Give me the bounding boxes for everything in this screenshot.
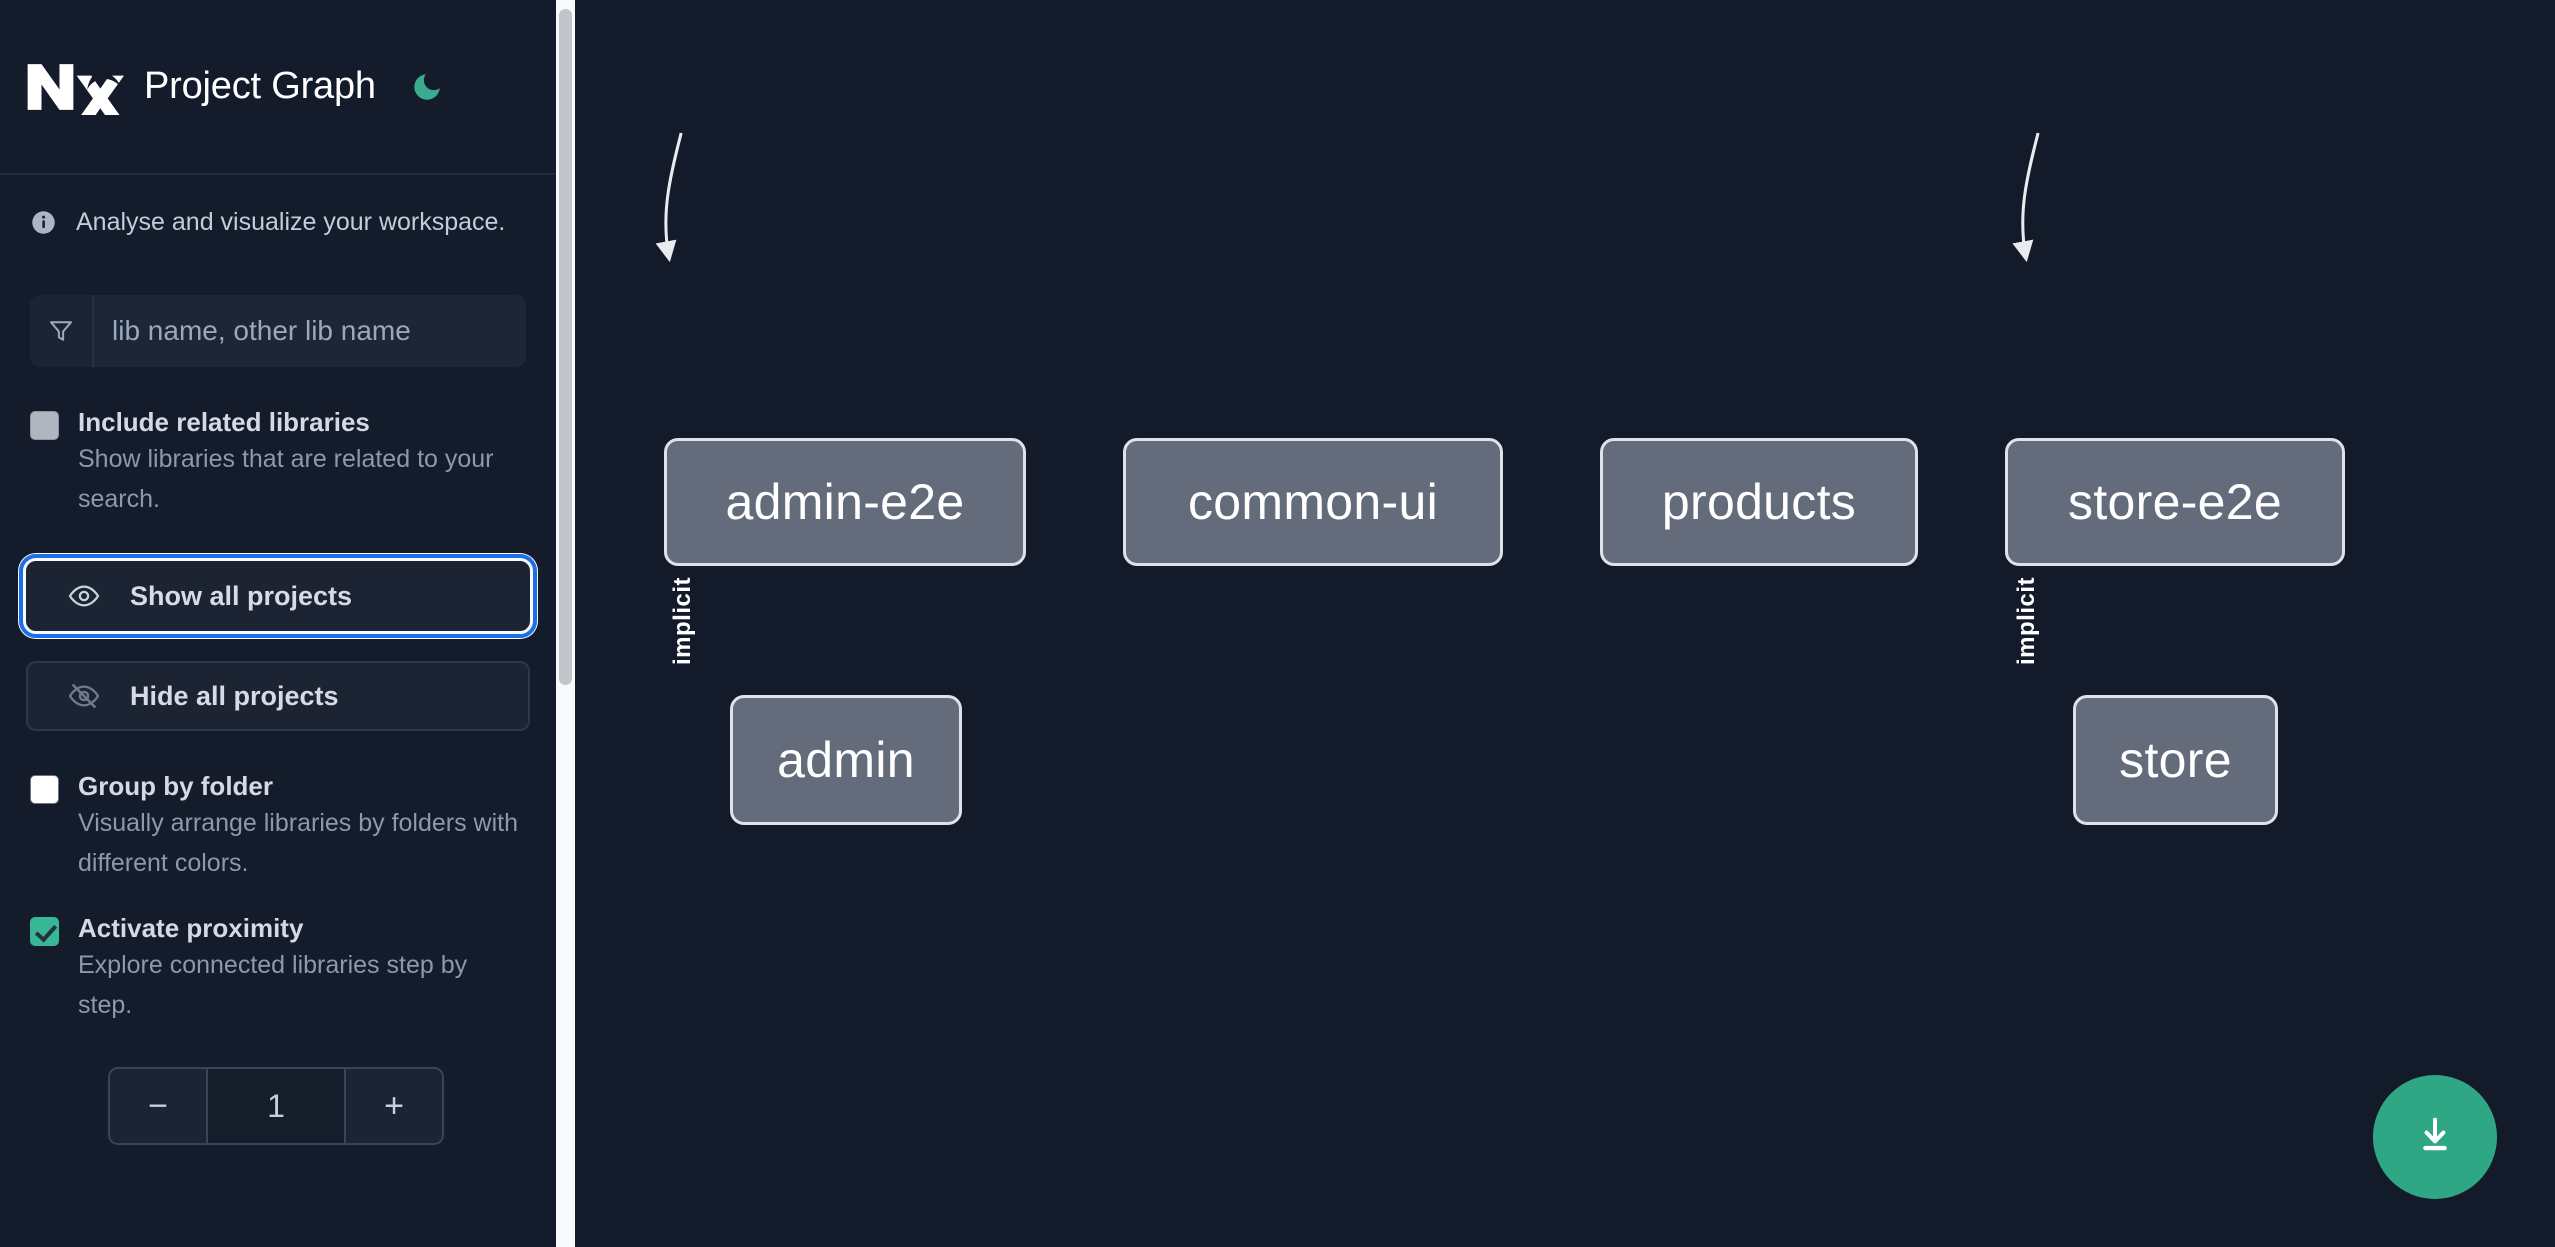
proximity-decrement-button[interactable]: − [110,1069,206,1143]
page-title: Project Graph [144,65,376,107]
graph-node-label: store [2119,732,2232,788]
stepper-divider-right [344,1069,346,1143]
download-icon [2412,1113,2458,1162]
activate-proximity-label: Activate proximity [78,913,304,943]
stepper-divider-left [206,1069,208,1143]
sidebar-scrollbar-thumb[interactable] [559,9,572,685]
graph-edges [655,132,2040,263]
option-group-by-folder[interactable]: Group by folder Visually arrange librari… [0,769,556,883]
graph-node-label: admin-e2e [725,474,965,530]
sidebar-header: Project Graph [0,0,556,175]
group-by-folder-checkbox[interactable] [30,775,59,804]
include-related-libraries-checkbox[interactable] [30,411,59,440]
include-related-libraries-label: Include related libraries [78,407,370,437]
workspace-info: Analyse and visualize your workspace. [0,175,556,237]
option-activate-proximity[interactable]: Activate proximity Explore connected lib… [0,911,556,1025]
sidebar: Project Graph Analyse and visualize your… [0,0,556,1247]
graph-node-admin-e2e[interactable]: admin-e2e [664,438,1026,566]
eye-icon [66,578,102,614]
graph-node-products[interactable]: products [1600,438,1918,566]
hide-all-projects-label: Hide all projects [130,680,339,711]
proximity-stepper: − 1 + [108,1067,444,1145]
eye-off-icon [66,678,102,714]
info-icon [30,209,57,236]
show-all-projects-label: Show all projects [130,580,353,611]
graph-node-label: common-ui [1188,474,1438,530]
activate-proximity-description: Explore connected libraries step by step… [78,951,468,1019]
graph-node-label: admin [777,732,915,788]
search-input[interactable] [94,295,526,367]
proximity-value: 1 [208,1069,344,1143]
hide-all-projects-button[interactable]: Hide all projects [26,661,530,731]
include-related-libraries-description: Show libraries that are related to your … [78,445,494,513]
show-all-projects-button[interactable]: Show all projects [19,554,537,638]
workspace-info-text: Analyse and visualize your workspace. [76,208,506,236]
graph-node-store-e2e[interactable]: store-e2e [2005,438,2345,566]
graph-node-label: store-e2e [2068,474,2282,530]
graph-node-store[interactable]: store [2073,695,2278,825]
funnel-icon [30,295,94,367]
download-graph-button[interactable] [2373,1075,2497,1199]
group-by-folder-label: Group by folder [78,771,273,801]
graph-node-common-ui[interactable]: common-ui [1123,438,1503,566]
proximity-increment-button[interactable]: + [346,1069,442,1143]
project-visibility-buttons: Show all projects Hide all projects [0,554,556,731]
group-by-folder-description: Visually arrange libraries by folders wi… [78,809,519,877]
graph-edge-label-admin: implicit [669,576,696,665]
activate-proximity-checkbox[interactable] [30,917,59,946]
moon-icon[interactable] [406,66,448,108]
graph-node-label: products [1661,474,1857,530]
option-include-related-libraries[interactable]: Include related libraries Show libraries… [0,405,556,519]
graph-node-admin[interactable]: admin [730,695,962,825]
nx-logo-icon [26,59,124,121]
filter-search [30,295,526,367]
graph-canvas[interactable]: admin-e2e common-ui products store-e2e a… [556,0,2555,1247]
graph-edge-label-store: implicit [2013,576,2040,665]
